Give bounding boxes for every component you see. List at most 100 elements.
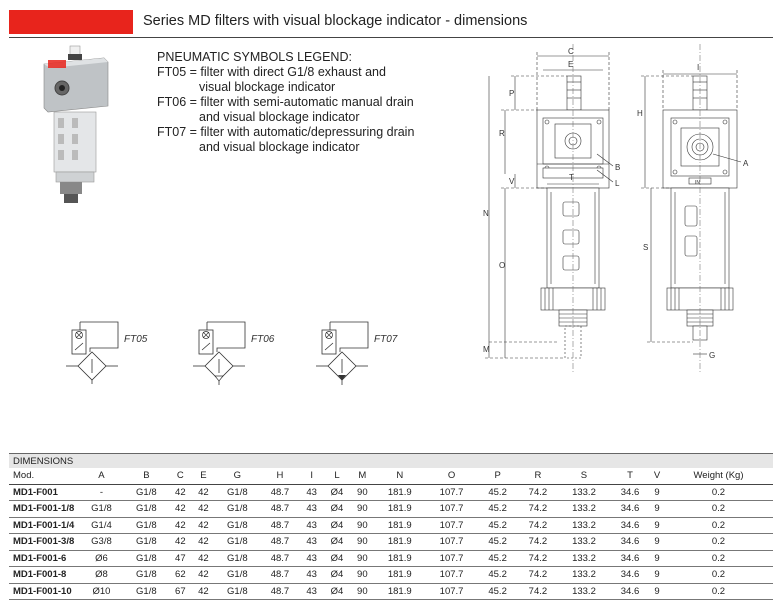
table-cell: G1/8 [214,550,260,567]
table-cell: 48.7 [259,500,301,518]
table-cell: 90 [350,517,374,534]
table-cell: 45.2 [477,533,518,551]
table-cell: 0.2 [663,484,773,501]
legend-line: FT06 = filter with semi-automatic manual… [157,95,414,109]
table-cell: 45.2 [477,583,518,600]
table-cell: G1/4 [79,517,124,534]
table-cell: 34.6 [609,517,651,534]
table-cell: Ø4 [323,517,351,534]
table-cell: 43 [300,500,324,518]
table-cell: 67 [168,583,192,600]
dim-label-c: C [568,47,574,56]
dim-label-p: P [509,89,514,98]
table-cell: 9 [650,517,664,534]
table-cell: 107.7 [425,583,478,600]
symbol-ft05: FT05 [66,321,148,384]
table-cell: 42 [191,500,215,518]
table-cell: 9 [650,484,664,501]
table-section-title: DIMENSIONS [9,453,773,468]
column-header: R [517,468,559,485]
symbol-label-ft06: FT06 [251,334,275,345]
table-cell: G1/8 [214,583,260,600]
symbol-ft07: FT07 [316,321,398,385]
table-cell: 42 [191,533,215,551]
table-cell: 107.7 [425,500,478,518]
column-header: S [558,468,610,485]
table-cell: G1/8 [214,533,260,551]
table-cell: 9 [650,583,664,600]
table-cell: 107.7 [425,517,478,534]
table-cell: 90 [350,583,374,600]
column-header: A [79,468,124,485]
table-cell: 181.9 [373,583,426,600]
table-cell: 34.6 [609,566,651,584]
table-cell: 42 [191,566,215,584]
dim-label-i: I [697,63,699,72]
dim-label-m: M [483,345,490,354]
table-cell: 133.2 [558,550,610,567]
model-cell: MD1-F001-8 [9,566,79,584]
table-cell: 181.9 [373,533,426,551]
dimension-drawing: C E P R V N O M T B L I H A S G IN [483,44,749,374]
table-cell: 133.2 [558,500,610,518]
table-cell: 48.7 [259,517,301,534]
column-header: P [477,468,518,485]
pneumatic-legend: PNEUMATIC SYMBOLS LEGEND: FT05 = filter … [157,50,414,155]
table-cell: 43 [300,517,324,534]
table-cell: 9 [650,566,664,584]
dim-label-g: G [709,351,715,360]
table-cell: 48.7 [259,533,301,551]
title-accent-bar [9,10,133,34]
symbol-label-ft07: FT07 [374,334,398,345]
table-cell: G1/8 [123,500,169,518]
table-cell: 74.2 [517,500,559,518]
symbol-label-ft05: FT05 [124,334,148,345]
table-cell: 0.2 [663,533,773,551]
column-header: Mod. [9,468,79,485]
table-cell: G1/8 [123,550,169,567]
table-cell: G1/8 [214,484,260,501]
inlet-label: IN [695,180,700,186]
symbol-ft06: FT06 [193,321,275,385]
table-cell: 74.2 [517,566,559,584]
table-cell: 90 [350,533,374,551]
column-header: Weight (Kg) [663,468,773,485]
table-cell: Ø4 [323,550,351,567]
dim-label-a: A [743,159,749,168]
table-cell: 90 [350,484,374,501]
table-cell: G1/8 [214,500,260,518]
table-cell: 0.2 [663,500,773,518]
product-image [43,45,109,203]
table-cell: 0.2 [663,517,773,534]
table-cell: Ø4 [323,500,351,518]
table-cell: 181.9 [373,484,426,501]
table-cell: G1/8 [79,500,124,518]
table-cell: G3/8 [79,533,124,551]
table-cell: 181.9 [373,500,426,518]
table-cell: 42 [168,500,192,518]
table-cell: 34.6 [609,484,651,501]
dim-label-b: B [615,163,620,172]
dim-label-o: O [499,261,505,270]
dim-label-v: V [509,177,515,186]
column-header: T [609,468,651,485]
dim-label-l: L [615,179,620,188]
table-cell: 0.2 [663,566,773,584]
table-cell: G1/8 [214,566,260,584]
legend-line: and visual blockage indicator [199,140,360,154]
table-cell: Ø4 [323,566,351,584]
table-cell: G1/8 [123,533,169,551]
column-header: G [214,468,260,485]
table-cell: Ø4 [323,533,351,551]
table-cell: 107.7 [425,533,478,551]
table-cell: Ø4 [323,583,351,600]
table-cell: 45.2 [477,517,518,534]
table-cell: 42 [191,583,215,600]
table-cell: 62 [168,566,192,584]
table-cell: 9 [650,550,664,567]
column-header: E [191,468,215,485]
column-header: M [350,468,374,485]
dim-label-s: S [643,243,648,252]
